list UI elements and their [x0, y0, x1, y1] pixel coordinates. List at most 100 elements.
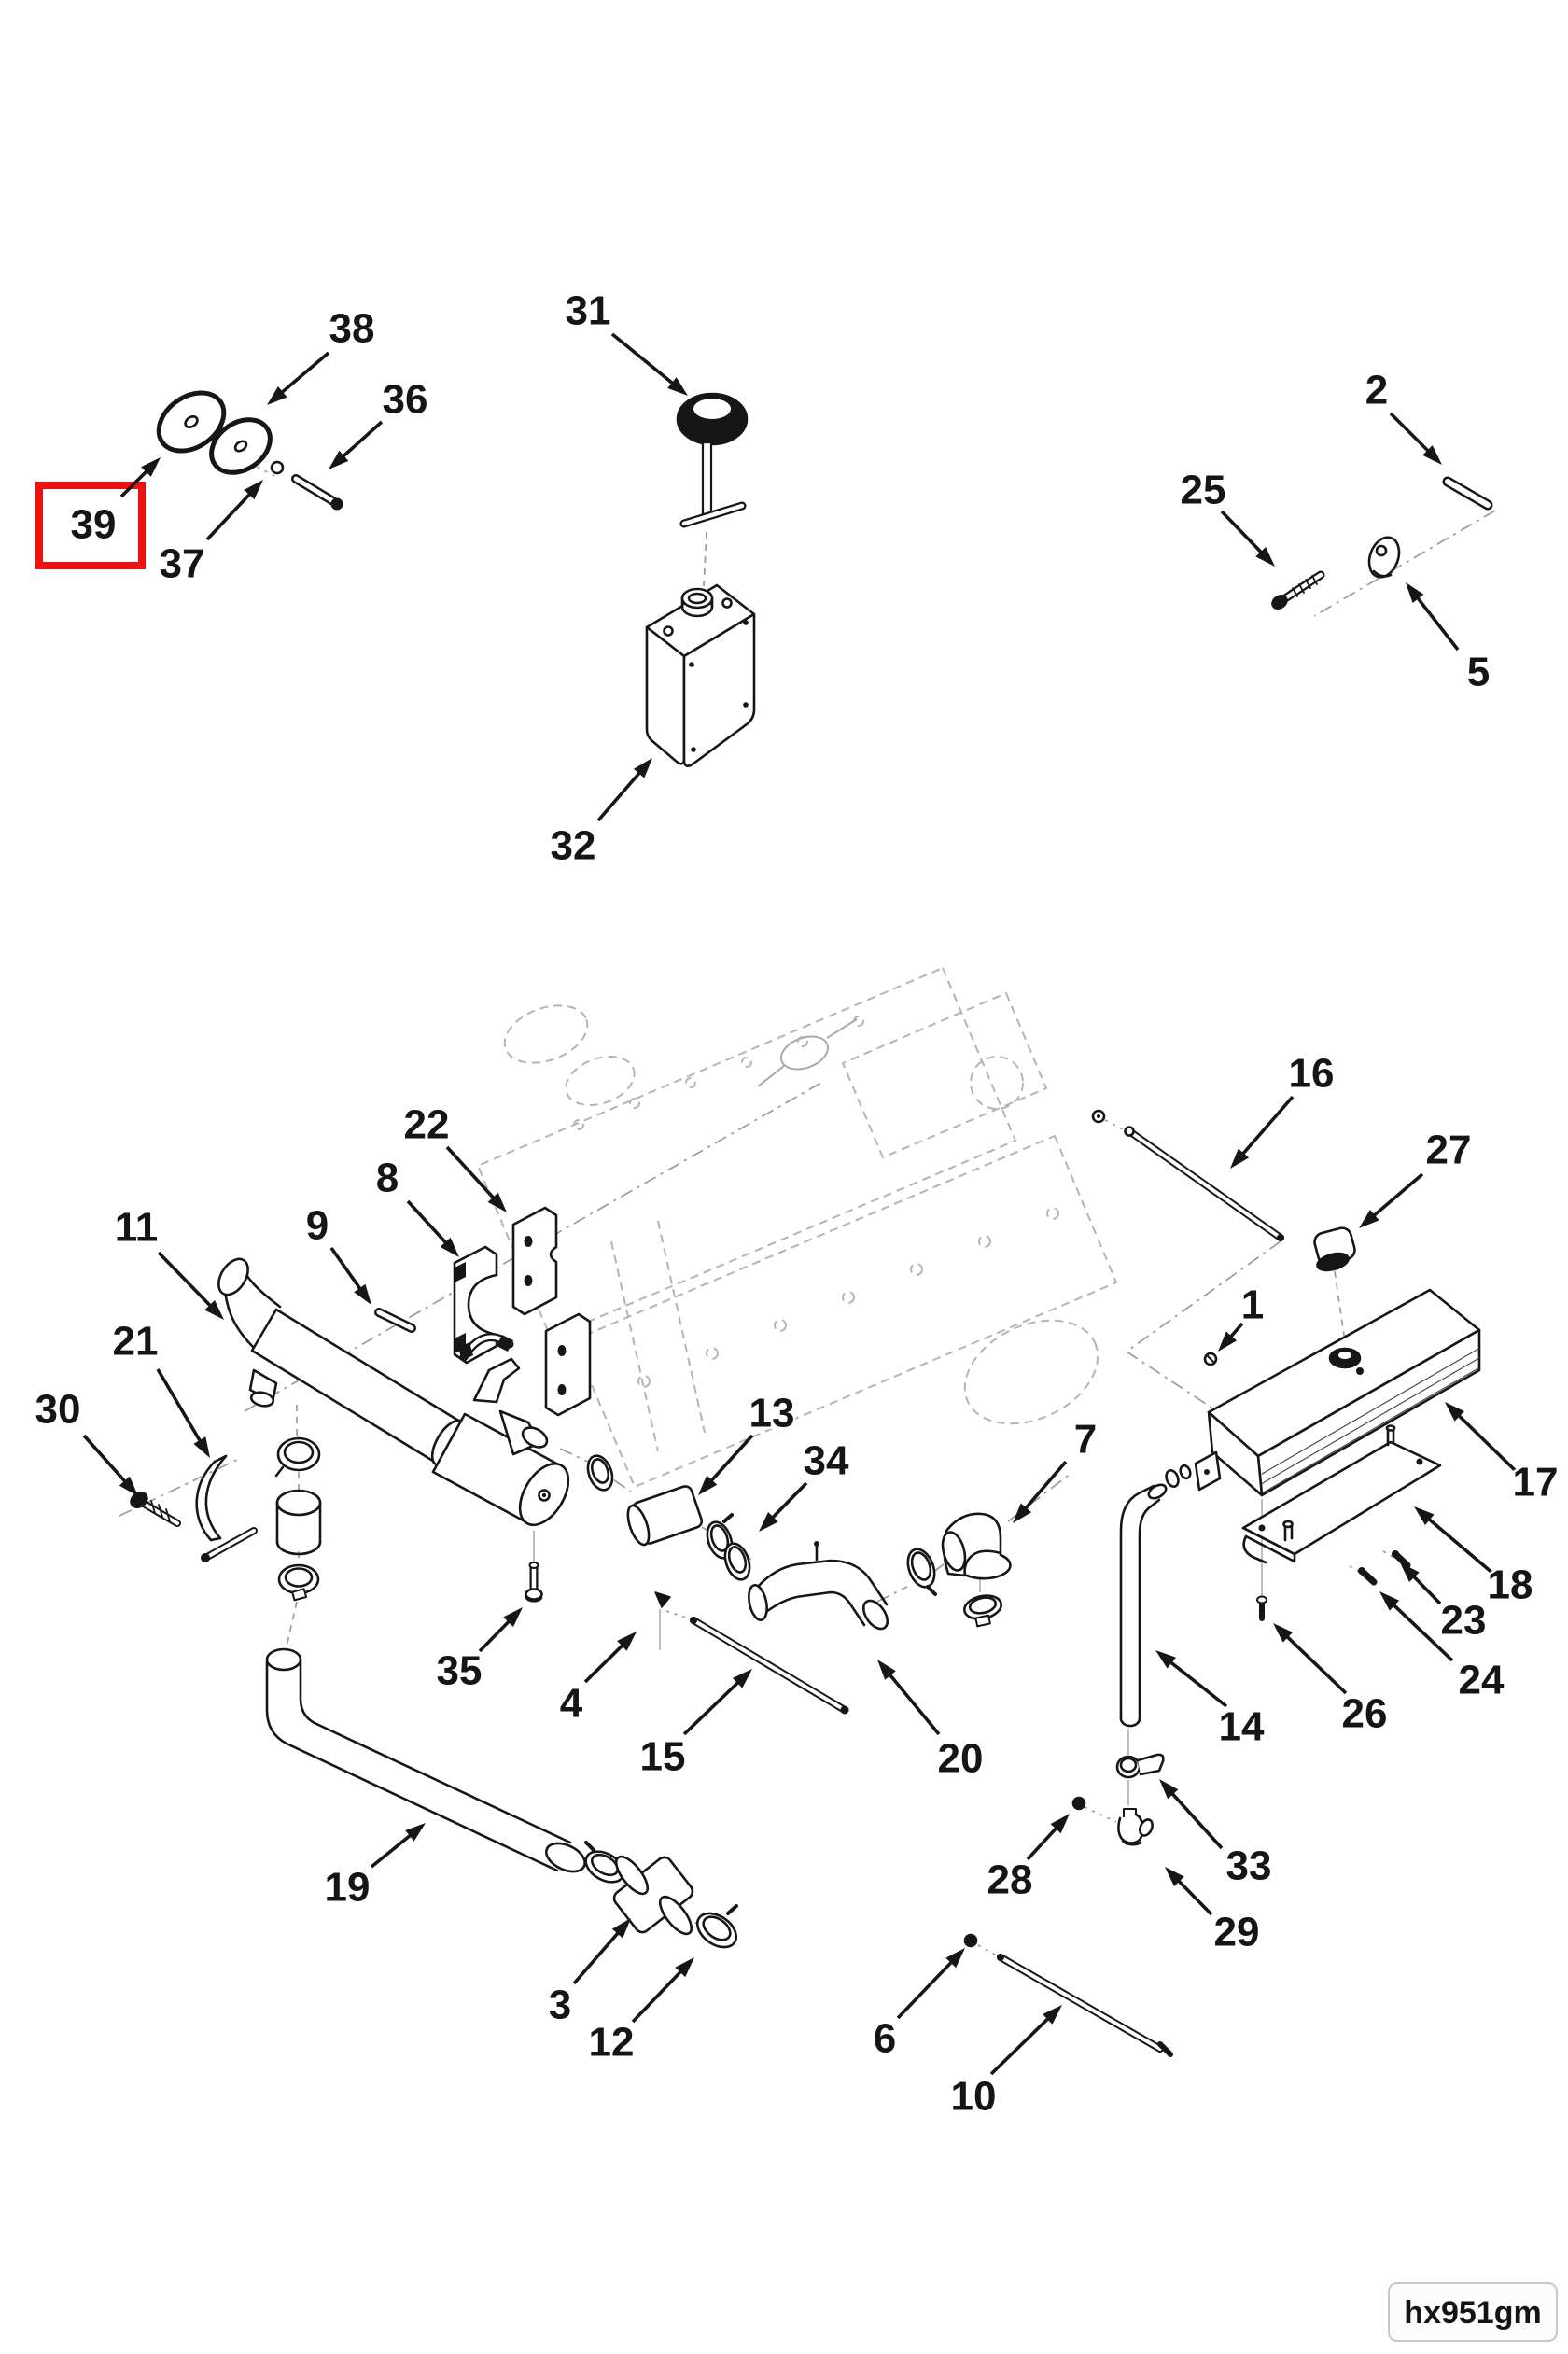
callout-number-28: 28: [987, 1857, 1033, 1903]
callout-number-18: 18: [1488, 1562, 1533, 1608]
callout-number-20: 20: [938, 1736, 984, 1782]
screw-1: [1203, 1352, 1218, 1366]
tie-rod-16: [1091, 1109, 1284, 1241]
washers-and-pin-36-39: [156, 390, 343, 511]
clamp-after-pipe19: [584, 1841, 625, 1884]
filler-cap-27: [1313, 1226, 1356, 1272]
hose-clamp-12: [695, 1904, 738, 1949]
callout-number-31: 31: [566, 288, 611, 334]
pin-2: [1442, 476, 1493, 511]
drain-fitting-29: [1117, 1808, 1154, 1846]
callout-number-22: 22: [404, 1102, 450, 1148]
callout-number-16: 16: [1289, 1051, 1335, 1097]
callout-21: 21: [110, 1316, 210, 1458]
callout-number-6: 6: [874, 2016, 896, 2062]
callout-number-13: 13: [749, 1391, 795, 1436]
callout-number-32: 32: [551, 823, 596, 869]
callout-10: 10: [948, 2005, 1062, 2122]
callout-number-35: 35: [437, 1648, 483, 1694]
callout-number-2: 2: [1365, 368, 1388, 413]
callout-6: 6: [871, 1948, 965, 2064]
screw-24: [1358, 1567, 1378, 1586]
callout-28: 28: [985, 1814, 1070, 1905]
retainer-plates-22: [511, 1206, 592, 1417]
callout-number-19: 19: [325, 1865, 371, 1911]
callout-number-36: 36: [383, 377, 428, 423]
callout-38: 38: [267, 303, 377, 405]
tie-rod-10: [997, 1954, 1173, 2057]
callout-35: 35: [434, 1607, 523, 1696]
callout-number-23: 23: [1441, 1598, 1487, 1644]
highlight-box-39: [35, 482, 146, 569]
callout-number-7: 7: [1074, 1417, 1097, 1463]
heat-exchanger-11: [217, 1257, 570, 1526]
callout-9: 9: [303, 1200, 371, 1305]
watermark: hx951gm: [1388, 2282, 1558, 2342]
hose-clamp-21: [195, 1454, 258, 1562]
callout-number-5: 5: [1467, 650, 1490, 695]
elbow-fitting-7: [941, 1512, 1012, 1580]
callout-18: 18: [1414, 1506, 1535, 1610]
callout-5: 5: [1406, 582, 1492, 697]
callout-29: 29: [1165, 1867, 1262, 1957]
callout-15: 15: [637, 1669, 752, 1782]
hose-3: [612, 1855, 694, 1936]
watermark-text: hx951gm: [1404, 2295, 1541, 2331]
callout-number-10: 10: [951, 2074, 997, 2120]
callout-number-26: 26: [1342, 1691, 1388, 1737]
callout-33: 33: [1159, 1779, 1274, 1891]
radiator-cap-31: [676, 392, 749, 528]
callout-7: 7: [1013, 1414, 1099, 1523]
callout-30: 30: [33, 1384, 138, 1496]
callout-31: 31: [563, 286, 688, 396]
coolant-pipe-19: [265, 1647, 586, 1873]
callout-number-15: 15: [640, 1734, 686, 1780]
callout-12: 12: [586, 1957, 694, 2067]
elbow-hose-20: [748, 1541, 889, 1631]
callout-number-14: 14: [1219, 1704, 1265, 1750]
callout-number-34: 34: [804, 1438, 849, 1484]
assembly-axis-lines: [119, 415, 1496, 1955]
callout-number-4: 4: [560, 1681, 583, 1727]
callout-number-37: 37: [160, 541, 205, 587]
hose-13: [586, 1454, 704, 1547]
callout-3: 3: [546, 1918, 631, 2030]
expansion-tank-17: [1165, 1288, 1481, 1497]
callout-number-1: 1: [1241, 1282, 1264, 1328]
screw-28: [1071, 1796, 1086, 1811]
screw-4: [654, 1591, 671, 1608]
callout-number-29: 29: [1214, 1910, 1260, 1955]
callout-13: 13: [698, 1388, 797, 1495]
watermark-box: [1388, 2282, 1558, 2342]
screw-6: [963, 1933, 978, 1948]
callout-number-17: 17: [1513, 1460, 1559, 1506]
callout-16: 16: [1230, 1048, 1337, 1169]
dowel-pin-9: [374, 1308, 416, 1333]
hose-clamps-34: [706, 1513, 751, 1581]
callout-number-11: 11: [115, 1205, 159, 1251]
callout-4: 4: [557, 1632, 637, 1729]
callout-number-9: 9: [306, 1203, 329, 1249]
callout-2: 2: [1363, 365, 1442, 465]
bolt-25: [1271, 570, 1325, 610]
saddle-clamp-8: [453, 1245, 514, 1365]
callout-8: 8: [373, 1153, 459, 1257]
callout-19: 19: [322, 1823, 426, 1913]
tie-rod-15: [690, 1617, 849, 1715]
callout-number-27: 27: [1426, 1128, 1472, 1173]
callout-number-3: 3: [549, 1983, 571, 2028]
engine-block-ghost: [476, 966, 1118, 1489]
callout-24: 24: [1379, 1591, 1506, 1705]
callout-34: 34: [759, 1436, 851, 1532]
coolant-reservoir-32: [645, 583, 756, 768]
callout-layer: 1234567891011121314151617181920212223242…: [33, 286, 1561, 2122]
clamp-bushing-stack: [274, 1436, 322, 1602]
callout-25: 25: [1178, 465, 1275, 567]
clamp-ring-right: [906, 1548, 937, 1596]
clamp-below-7: [962, 1594, 1003, 1628]
callout-20: 20: [877, 1660, 986, 1784]
callout-number-25: 25: [1181, 468, 1226, 513]
callout-number-21: 21: [113, 1319, 159, 1365]
